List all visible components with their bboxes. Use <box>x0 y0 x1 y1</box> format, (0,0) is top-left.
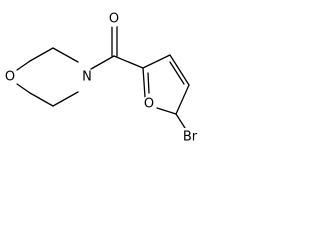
bromine-label: Br <box>183 130 198 145</box>
mask-morpholine-oxygen <box>2 69 18 85</box>
bond-c1-c2 <box>29 47 54 62</box>
bond-o-c3 <box>16 83 31 94</box>
morpholine-nitrogen-label: N <box>82 70 92 85</box>
bond-c5-br <box>175 113 186 129</box>
bond-n-c1 <box>52 47 79 63</box>
carbonyl-oxygen-label: O <box>109 12 119 27</box>
bond-c2-o-inner <box>147 72 150 94</box>
molecule-structure: O N O O Br <box>2 11 201 145</box>
bond-c3-c4-inner <box>169 61 185 85</box>
bond-carbonyl-nitrogen <box>90 55 115 70</box>
bond-carbonyl-furan <box>113 55 144 69</box>
bond-c2-c3 <box>142 54 171 69</box>
bond-c2-o <box>16 60 31 71</box>
bond-c3-c4 <box>29 92 54 107</box>
mask-carbonyl-oxygen <box>106 11 122 27</box>
bond-c3-c4 <box>169 54 190 86</box>
morpholine-oxygen-label: O <box>5 70 15 85</box>
bond-c4-c5 <box>175 84 190 115</box>
mask-morpholine-nitrogen <box>79 69 95 85</box>
bond-c5-o <box>156 107 177 115</box>
mask-bromine <box>179 128 201 144</box>
bond-o-c2 <box>142 67 146 98</box>
mask-furan-oxygen <box>141 96 157 112</box>
bond-c4-n <box>52 91 79 107</box>
furan-oxygen-label: O <box>144 97 154 112</box>
